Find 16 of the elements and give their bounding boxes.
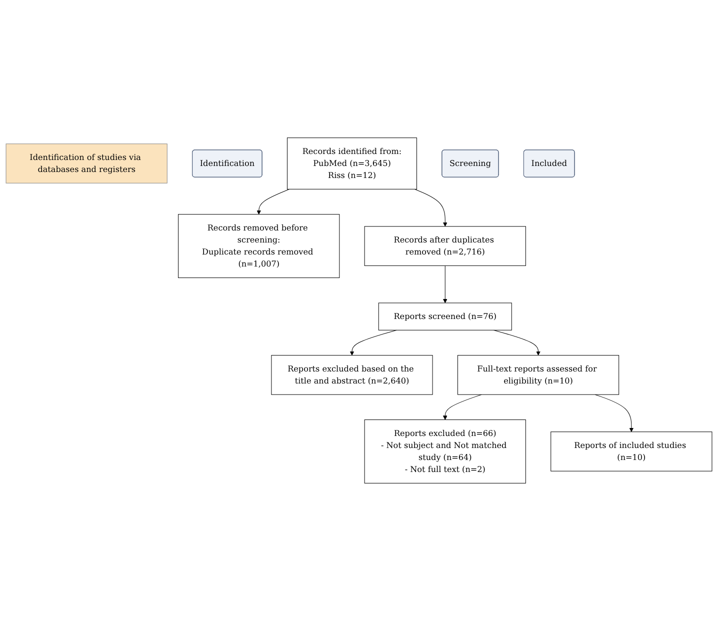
node-box: Reports of included studies (n=10) xyxy=(550,432,712,472)
arrow xyxy=(350,330,398,356)
node-box: Full-text reports assessed for eligibility (n=10) xyxy=(457,355,620,395)
arrow xyxy=(414,188,448,227)
arrow xyxy=(256,188,290,215)
arrow xyxy=(493,330,540,356)
node-box: Identification of studies via databases and registers xyxy=(6,144,168,184)
arrow xyxy=(442,394,482,420)
arrow xyxy=(594,394,634,432)
node-box: Records identified from: PubMed (n=3,645) Riss (n=12) xyxy=(286,138,417,190)
node-box: Records removed before screening: Duplicate records removed (n=1,007) xyxy=(178,214,340,278)
node-box: Reports excluded based on the title and abstract (n=2,640) xyxy=(271,355,433,395)
node-box: Reports screened (n=76) xyxy=(378,302,512,330)
arrow xyxy=(442,265,448,304)
node-box: Reports excluded (n=66) - Not subject and Not matched study (n=64) - Not full text (n=2) xyxy=(364,420,526,484)
node-box: Records after duplicates removed (n=2,716) xyxy=(364,226,526,266)
